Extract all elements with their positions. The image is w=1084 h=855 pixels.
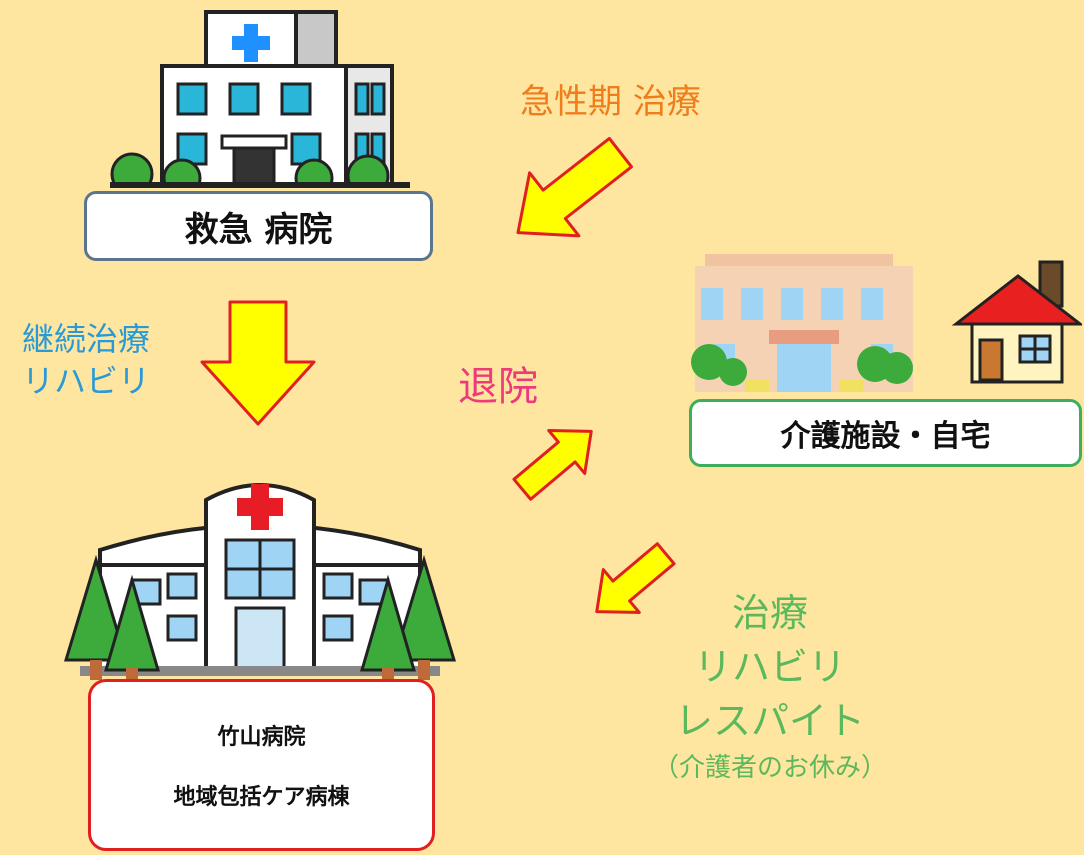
treat-line-3: レスパイト <box>674 699 865 743</box>
arrow-acute-icon <box>516 136 634 238</box>
care-home-label: 介護施設・自宅 <box>780 419 991 454</box>
treat-line-1: 治療 <box>731 591 808 635</box>
treatment-respite-label: 治療 リハビリ レスパイト （介護者のお休み） <box>620 586 920 788</box>
continue-line-2: リハビリ <box>22 362 151 400</box>
takeyama-name-label: 竹山病院 <box>217 725 306 750</box>
continue-line-1: 継続治療 <box>22 320 151 358</box>
acute-treatment-label: 急性期 治療 <box>520 82 701 122</box>
continue-treatment-label: 継続治療 リハビリ <box>22 318 150 402</box>
care-home-box: 介護施設・自宅 <box>689 399 1082 467</box>
treat-line-2: リハビリ <box>693 645 846 689</box>
care-facility-icon <box>691 254 913 392</box>
emergency-hospital-label: 救急 病院 <box>184 209 333 250</box>
arrow-down-continue-icon <box>200 300 316 426</box>
arrow-treat-icon <box>595 542 676 614</box>
takeyama-hospital-icon <box>63 483 457 682</box>
emergency-hospital-box: 救急 病院 <box>84 191 433 261</box>
arrow-discharge-icon <box>512 429 593 501</box>
emergency-hospital-icon <box>110 10 410 188</box>
takeyama-hospital-box: 竹山病院 地域包括ケア病棟 <box>88 679 435 851</box>
discharge-label: 退院 <box>458 364 538 410</box>
treat-note: （介護者のお休み） <box>652 753 887 783</box>
takeyama-ward-label: 地域包括ケア病棟 <box>173 785 350 810</box>
home-icon <box>952 260 1082 384</box>
